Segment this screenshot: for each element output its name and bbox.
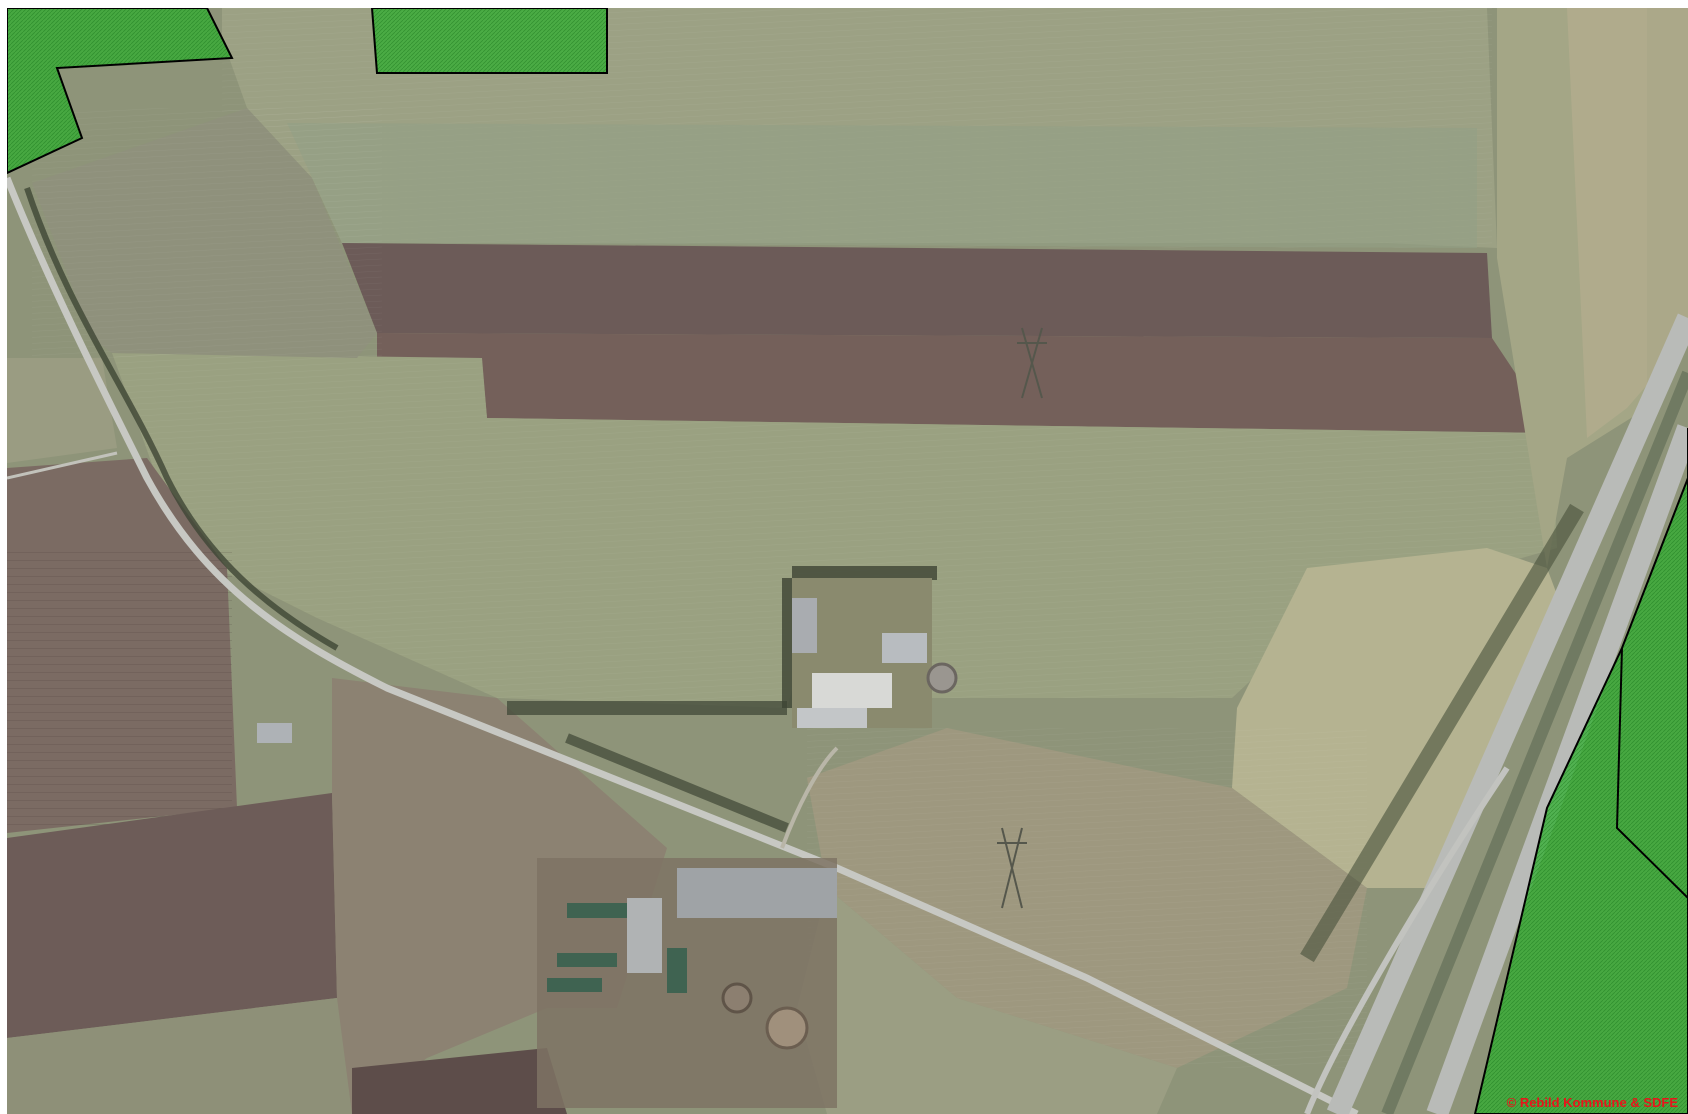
map-attribution: © Rebild Kommune & SDFE bbox=[1506, 1095, 1678, 1110]
zone-east bbox=[1473, 428, 1688, 1114]
zone-north-small bbox=[370, 8, 608, 74]
farm-south bbox=[537, 858, 837, 1108]
zone-northwest bbox=[7, 8, 234, 175]
road-main bbox=[7, 176, 1359, 1114]
field-brown-strip-1 bbox=[342, 243, 1492, 338]
field-southwest-brown bbox=[7, 793, 337, 1038]
farm-center bbox=[792, 578, 958, 728]
field-south-bottom bbox=[797, 888, 1177, 1114]
field-east-strip-2 bbox=[1567, 8, 1688, 438]
road-farm-access bbox=[780, 746, 839, 849]
field-north-band bbox=[287, 123, 1477, 248]
road-west-side bbox=[7, 451, 118, 480]
highway-north bbox=[1326, 313, 1688, 1114]
field-brown-strip-2 bbox=[377, 333, 1552, 433]
aerial-map[interactable] bbox=[7, 8, 1688, 1114]
highway-median bbox=[1381, 370, 1688, 1114]
highway-ramp bbox=[1304, 766, 1510, 1114]
field-southwest-green bbox=[7, 998, 352, 1114]
treeline-highway bbox=[1300, 503, 1584, 963]
field-west-upper-stripes bbox=[32, 108, 382, 358]
field-west-narrow bbox=[7, 358, 117, 463]
field-west-plowed-rows bbox=[7, 548, 232, 828]
field-central-stripes bbox=[112, 353, 1557, 708]
zone-east-inner-boundary bbox=[1615, 647, 1688, 899]
house-west bbox=[257, 723, 292, 743]
treeline-south-road bbox=[565, 733, 789, 833]
power-pylon-north bbox=[1017, 327, 1047, 399]
power-pylon-south bbox=[997, 827, 1027, 909]
treeline-west-road bbox=[24, 187, 339, 651]
field-south-plowed bbox=[352, 1048, 567, 1114]
highway-south bbox=[1426, 424, 1688, 1114]
map-viewport[interactable]: © Rebild Kommune & SDFE bbox=[7, 8, 1688, 1114]
